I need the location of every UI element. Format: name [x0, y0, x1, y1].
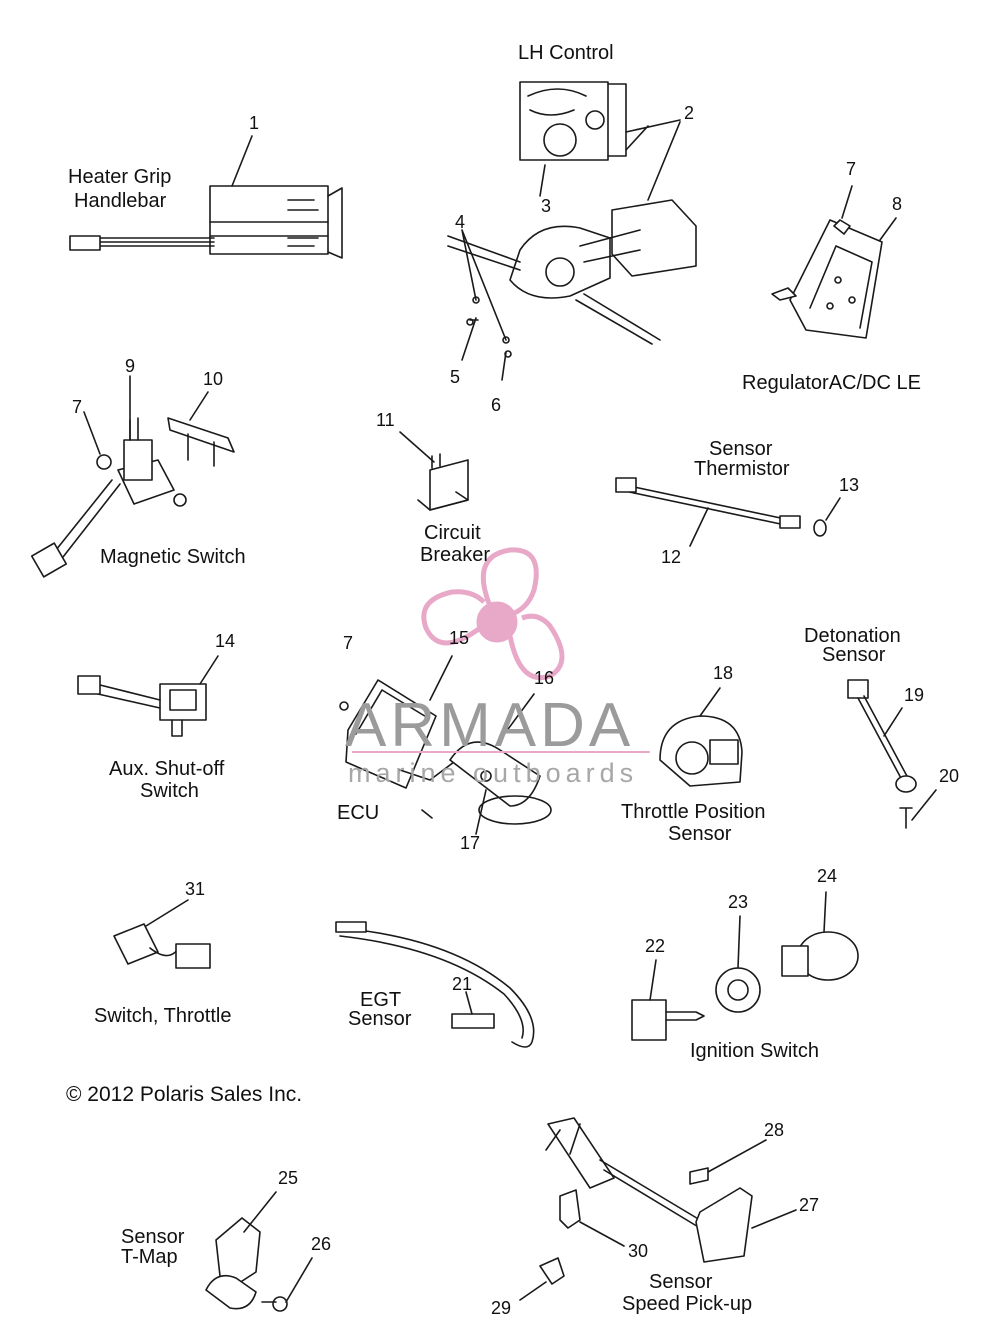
- label-aux-shutoff-1: Aux. Shut-off: [109, 758, 225, 780]
- label-sensor-tmap-1: Sensor: [121, 1226, 185, 1248]
- label-speed-pickup-2: Speed Pick-up: [622, 1293, 753, 1315]
- callout-7c: 7: [343, 633, 354, 653]
- detonation-sensor-part: [847, 679, 937, 829]
- callout-1: 1: [249, 113, 260, 133]
- label-egt-sensor-1: EGT: [360, 989, 402, 1011]
- callout-21: 21: [452, 974, 473, 994]
- callout-22: 22: [645, 936, 666, 956]
- label-aux-shutoff-2: Switch: [140, 780, 199, 802]
- label-ignition-switch: Ignition Switch: [690, 1040, 819, 1062]
- label-heater-grip-2: Handlebar: [74, 190, 167, 212]
- watermark-propeller-icon: [352, 547, 650, 753]
- label-circuit-breaker-2: Breaker: [420, 544, 491, 566]
- lh-control-top-part: [519, 81, 681, 197]
- callout-12: 12: [661, 547, 682, 567]
- callout-24: 24: [817, 866, 838, 886]
- callout-7b: 7: [72, 397, 83, 417]
- callout-19: 19: [904, 685, 925, 705]
- label-sensor-tmap-2: T-Map: [121, 1246, 178, 1268]
- callout-20: 20: [939, 766, 960, 786]
- callout-3: 3: [541, 196, 552, 216]
- callout-28: 28: [764, 1120, 785, 1140]
- callout-6: 6: [491, 395, 502, 415]
- callout-23: 23: [728, 892, 749, 912]
- label-speed-pickup-1: Sensor: [649, 1271, 713, 1293]
- label-sensor-thermistor-2: Thermistor: [694, 458, 790, 480]
- callout-13: 13: [839, 475, 860, 495]
- callout-17: 17: [460, 833, 481, 853]
- magnetic-switch-part: [30, 375, 235, 578]
- label-detonation-sensor-1: Detonation: [804, 625, 901, 647]
- callout-15: 15: [449, 628, 470, 648]
- sensor-tmap-part: [205, 1191, 313, 1312]
- label-regulator: RegulatorAC/DC LE: [742, 372, 921, 394]
- label-throttle-position-1: Throttle Position: [621, 801, 766, 823]
- lh-control-assembly-part: [447, 121, 697, 381]
- callout-4: 4: [455, 212, 466, 232]
- label-heater-grip-1: Heater Grip: [68, 166, 172, 188]
- callout-31: 31: [185, 879, 206, 899]
- ecu-part: [339, 655, 552, 835]
- label-throttle-position-2: Sensor: [668, 823, 732, 845]
- callout-5: 5: [450, 367, 461, 387]
- label-magnetic-switch: Magnetic Switch: [100, 546, 246, 568]
- callout-8: 8: [892, 194, 903, 214]
- copyright-notice: © 2012 Polaris Sales Inc.: [66, 1083, 303, 1106]
- sensor-thermistor-part: [615, 477, 841, 547]
- watermark-title: ARMADA: [345, 691, 635, 760]
- label-ecu: ECU: [337, 802, 380, 824]
- ignition-switch-part: [631, 891, 859, 1041]
- aux-shutoff-switch-part: [77, 655, 219, 737]
- regulator-part: [771, 185, 897, 339]
- label-egt-sensor-2: Sensor: [348, 1008, 412, 1030]
- callout-26: 26: [311, 1234, 332, 1254]
- callout-27: 27: [799, 1195, 820, 1215]
- callout-14: 14: [215, 631, 236, 651]
- callout-9: 9: [125, 356, 136, 376]
- label-detonation-sensor-2: Sensor: [822, 644, 886, 666]
- throttle-position-sensor-part: [659, 687, 743, 787]
- switch-throttle-part: [113, 899, 211, 969]
- callout-10: 10: [203, 369, 224, 389]
- label-lh-control: LH Control: [518, 42, 614, 64]
- callout-16: 16: [534, 668, 555, 688]
- egt-sensor-part: [335, 921, 535, 1048]
- watermark-subtitle: marine outboards: [348, 758, 639, 788]
- callout-2: 2: [684, 103, 695, 123]
- callout-18: 18: [713, 663, 734, 683]
- label-sensor-thermistor-1: Sensor: [709, 438, 773, 460]
- label-switch-throttle: Switch, Throttle: [94, 1005, 232, 1027]
- callout-30: 30: [628, 1241, 649, 1261]
- callout-11: 11: [376, 410, 395, 430]
- callout-7: 7: [846, 159, 857, 179]
- callout-25: 25: [278, 1168, 299, 1188]
- label-circuit-breaker-1: Circuit: [424, 522, 481, 544]
- heater-grip-part: [69, 135, 343, 259]
- speed-pickup-part: [519, 1117, 797, 1301]
- circuit-breaker-part: [399, 431, 469, 511]
- callout-29: 29: [491, 1298, 512, 1318]
